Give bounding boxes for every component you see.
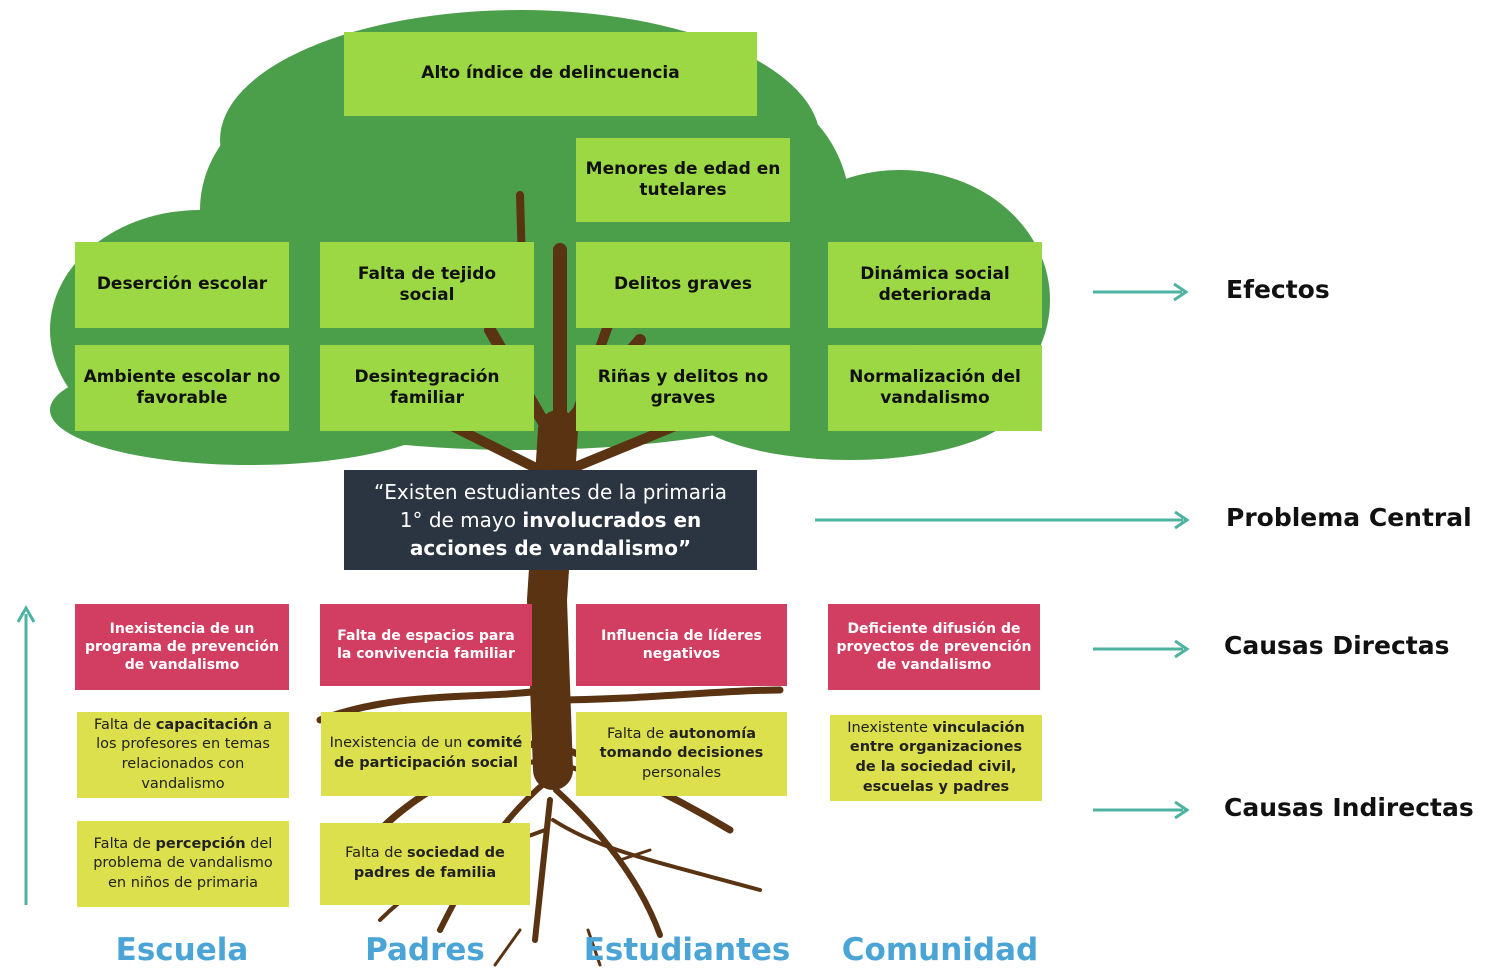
direct-cause-label: Falta de espacios para la convivencia fa…: [337, 627, 515, 662]
column-label-escuela: Escuela: [115, 932, 249, 968]
indirect-cause-text-post: a los profesores en temas relacionados c…: [96, 716, 273, 792]
label-arrows: [16, 282, 1190, 905]
indirect-cause-text-pre: Falta de: [607, 725, 669, 742]
column-label-estudiantes: Estudiantes: [583, 932, 791, 968]
central-problem-line1: “Existen estudiantes de la primaria: [373, 480, 728, 504]
central-problem-box: “Existen estudiantes de la primaria 1° d…: [344, 470, 757, 570]
arrow-head-central-problem: [1174, 510, 1190, 530]
direct-cause-label: Influencia de líderes negativos: [601, 627, 762, 662]
indirect-cause-text-post: del problema de vandalismo en niños de p…: [93, 835, 273, 891]
indirect-cause-text: Falta de autonomía tomando decisiones pe…: [584, 725, 779, 784]
arrow-head-direct-causes: [1174, 639, 1190, 659]
effect-box: Dinámica social deteriorada: [828, 242, 1042, 328]
indirect-cause-text-pre: Inexistente: [847, 719, 933, 736]
indirect-cause-text-pre: Falta de: [345, 845, 408, 862]
effect-label: Menores de edad en tutelares: [585, 158, 781, 200]
indirect-cause-text-bold: vinculación entre organizaciones de la s…: [849, 719, 1025, 795]
direct-cause-label: Inexistencia de un programa de prevenció…: [85, 620, 279, 674]
effect-box: Menores de edad en tutelares: [576, 138, 790, 222]
effect-label: Falta de tejido social: [357, 263, 497, 305]
indirect-cause-text-pre: Falta de: [93, 716, 156, 733]
central-problem-line2: 1° de mayo: [399, 508, 523, 532]
effect-box: Riñas y delitos no graves: [576, 345, 790, 431]
column-label-comunidad: Comunidad: [841, 932, 1039, 968]
effect-label: Deserción escolar: [96, 274, 268, 295]
effect-box: Deserción escolar: [75, 242, 289, 328]
direct-cause-box: Deficiente difusión de proyectos de prev…: [828, 604, 1040, 690]
direct-cause-box: Influencia de líderes negativos: [576, 604, 787, 686]
central-problem-text: “Existen estudiantes de la primaria 1° d…: [358, 478, 743, 562]
label-indirect-causes: Causas Indirectas: [1224, 793, 1474, 822]
indirect-cause-text: Inexistencia de un comité de participaci…: [329, 734, 523, 773]
indirect-cause-box: Inexistente vinculación entre organizaci…: [830, 715, 1042, 801]
indirect-cause-text: Inexistente vinculación entre organizaci…: [838, 719, 1034, 797]
effect-label: Ambiente escolar no favorable: [83, 366, 281, 408]
indirect-cause-text-bold: percepción: [155, 835, 246, 852]
effect-label: Normalización del vandalismo: [849, 366, 1021, 408]
indirect-cause-text-bold: capacitación: [155, 716, 259, 733]
indirect-cause-text: Falta de sociedad de padres de familia: [328, 844, 522, 883]
effect-box: Desintegración familiar: [320, 345, 534, 431]
effect-top-label: Alto índice de delincuencia: [421, 63, 680, 84]
label-effects: Efectos: [1226, 275, 1330, 304]
direct-cause-box: Falta de espacios para la convivencia fa…: [320, 604, 532, 686]
indirect-cause-text-bold: sociedad de padres de familia: [353, 845, 505, 881]
effect-label: Desintegración familiar: [354, 366, 500, 408]
direct-cause-box: Inexistencia de un programa de prevenció…: [75, 604, 289, 690]
indirect-cause-box: Inexistencia de un comité de participaci…: [321, 712, 531, 796]
effect-label: Delitos graves: [614, 274, 752, 295]
arrow-head-vertical: [16, 604, 36, 623]
indirect-cause-box: Falta de autonomía tomando decisiones pe…: [576, 712, 787, 796]
effect-top: Alto índice de delincuencia: [344, 32, 757, 116]
effect-label: Riñas y delitos no graves: [597, 366, 769, 408]
arrow-head-effects: [1173, 282, 1189, 302]
indirect-cause-box: Falta de sociedad de padres de familia: [320, 823, 530, 905]
indirect-cause-text-bold: autonomía tomando decisiones: [599, 725, 764, 762]
indirect-cause-text-pre: Inexistencia de un: [329, 735, 467, 752]
effect-box: Ambiente escolar no favorable: [75, 345, 289, 431]
label-direct-causes: Causas Directas: [1224, 631, 1450, 660]
indirect-cause-box: Falta de percepción del problema de vand…: [77, 821, 289, 907]
indirect-cause-text-bold: comité de participación social: [333, 735, 523, 771]
effect-box: Falta de tejido social: [320, 242, 534, 328]
direct-cause-label: Deficiente difusión de proyectos de prev…: [836, 620, 1032, 674]
effect-box: Normalización del vandalismo: [828, 345, 1042, 431]
effect-box: Delitos graves: [576, 242, 790, 328]
indirect-cause-text-pre: Falta de: [93, 835, 156, 852]
indirect-cause-box: Falta de capacitación a los profesores e…: [77, 712, 289, 798]
arrow-head-indirect-causes: [1174, 800, 1190, 820]
label-central-problem: Problema Central: [1226, 503, 1472, 532]
indirect-cause-text: Falta de capacitación a los profesores e…: [85, 716, 281, 794]
column-label-padres: Padres: [365, 932, 485, 968]
central-problem-emphasis: involucrados en acciones de vandalismo”: [409, 508, 702, 560]
effect-label: Dinámica social deteriorada: [860, 263, 1010, 305]
indirect-cause-text: Falta de percepción del problema de vand…: [85, 835, 281, 894]
indirect-cause-text-post: personales: [641, 764, 722, 781]
